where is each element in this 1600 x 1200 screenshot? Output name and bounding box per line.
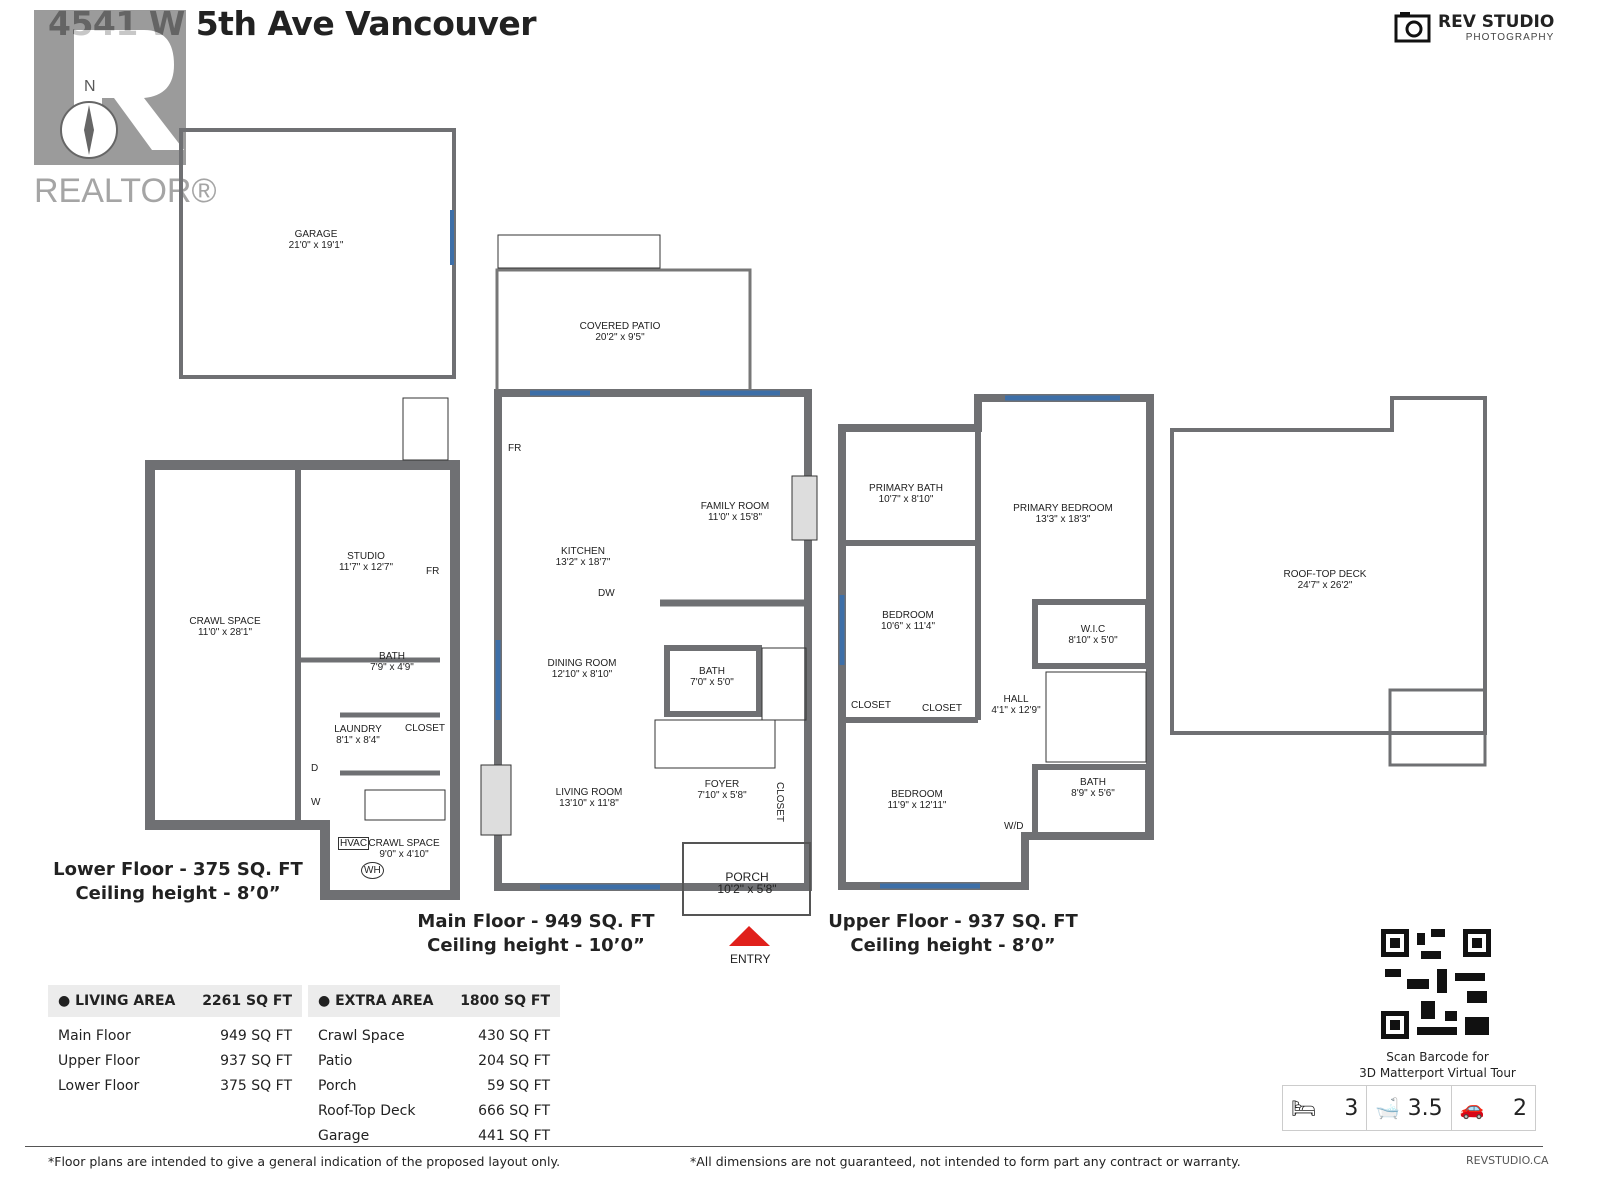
camera-icon <box>1394 12 1431 43</box>
entry-arrow-icon <box>729 926 770 946</box>
patio-outline <box>495 268 752 390</box>
roof-deck-outline <box>1170 396 1487 735</box>
room-closet-b: CLOSET <box>922 703 963 714</box>
room-lower-closet: CLOSET <box>405 723 446 734</box>
logo-sub: PHOTOGRAPHY <box>1465 31 1555 43</box>
garage-walls <box>179 128 456 379</box>
dishwasher-label: DW <box>598 588 615 599</box>
realtor-logo-icon <box>34 10 186 165</box>
fridge-label: FR <box>508 443 522 454</box>
footer-disclaimer-left: *Floor plans are intended to give a gene… <box>48 1154 561 1169</box>
washer-label: W <box>311 797 321 808</box>
bathtub-icon: 🛁 <box>1375 1096 1401 1120</box>
rev-studio-logo: REV STUDIO PHOTOGRAPHY <box>1394 10 1554 44</box>
hvac-label: HVAC <box>338 837 370 850</box>
footer-website[interactable]: REVSTUDIO.CA <box>1466 1154 1549 1167</box>
room-main-closet: CLOSET <box>774 782 785 823</box>
porch-outline <box>682 842 811 916</box>
main-floor-walls <box>494 389 812 891</box>
room-closet-a: CLOSET <box>851 700 892 711</box>
fireplace-icon <box>791 475 818 541</box>
bedrooms-stat: 🛏3 <box>1283 1086 1368 1130</box>
lower-floor-walls <box>145 460 460 900</box>
property-stats: 🛏3 🛁3.5 🚗2 <box>1282 1085 1536 1131</box>
footer-divider <box>25 1146 1543 1147</box>
water-heater-label: WH <box>361 862 384 879</box>
qr-code-icon[interactable] <box>1381 929 1491 1039</box>
bed-icon: 🛏 <box>1291 1096 1317 1120</box>
parking-stat: 🚗2 <box>1459 1095 1527 1121</box>
logo-name: REV STUDIO <box>1438 11 1555 32</box>
footer-disclaimer-center: *All dimensions are not guaranteed, not … <box>690 1154 1241 1169</box>
washer-dryer-label: W/D <box>1004 821 1024 832</box>
living-area-label: ● LIVING AREA <box>58 993 176 1009</box>
car-icon: 🚗 <box>1459 1096 1485 1120</box>
main-bath-walls <box>664 645 762 717</box>
fireplace-icon <box>480 764 512 836</box>
realtor-watermark: N REALTOR® <box>34 10 217 211</box>
entry-label: ENTRY <box>730 952 771 966</box>
bathrooms-stat: 🛁3.5 <box>1367 1086 1452 1130</box>
realtor-text: REALTOR® <box>34 172 217 210</box>
living-area-total: 2261 SQ FT <box>202 993 292 1009</box>
dryer-label: D <box>311 763 319 774</box>
extra-area-label: ● EXTRA AREA <box>318 993 434 1009</box>
compass-north: N <box>84 78 96 95</box>
extra-area-total: 1800 SQ FT <box>460 993 550 1009</box>
fridge-label: FR <box>426 566 440 577</box>
